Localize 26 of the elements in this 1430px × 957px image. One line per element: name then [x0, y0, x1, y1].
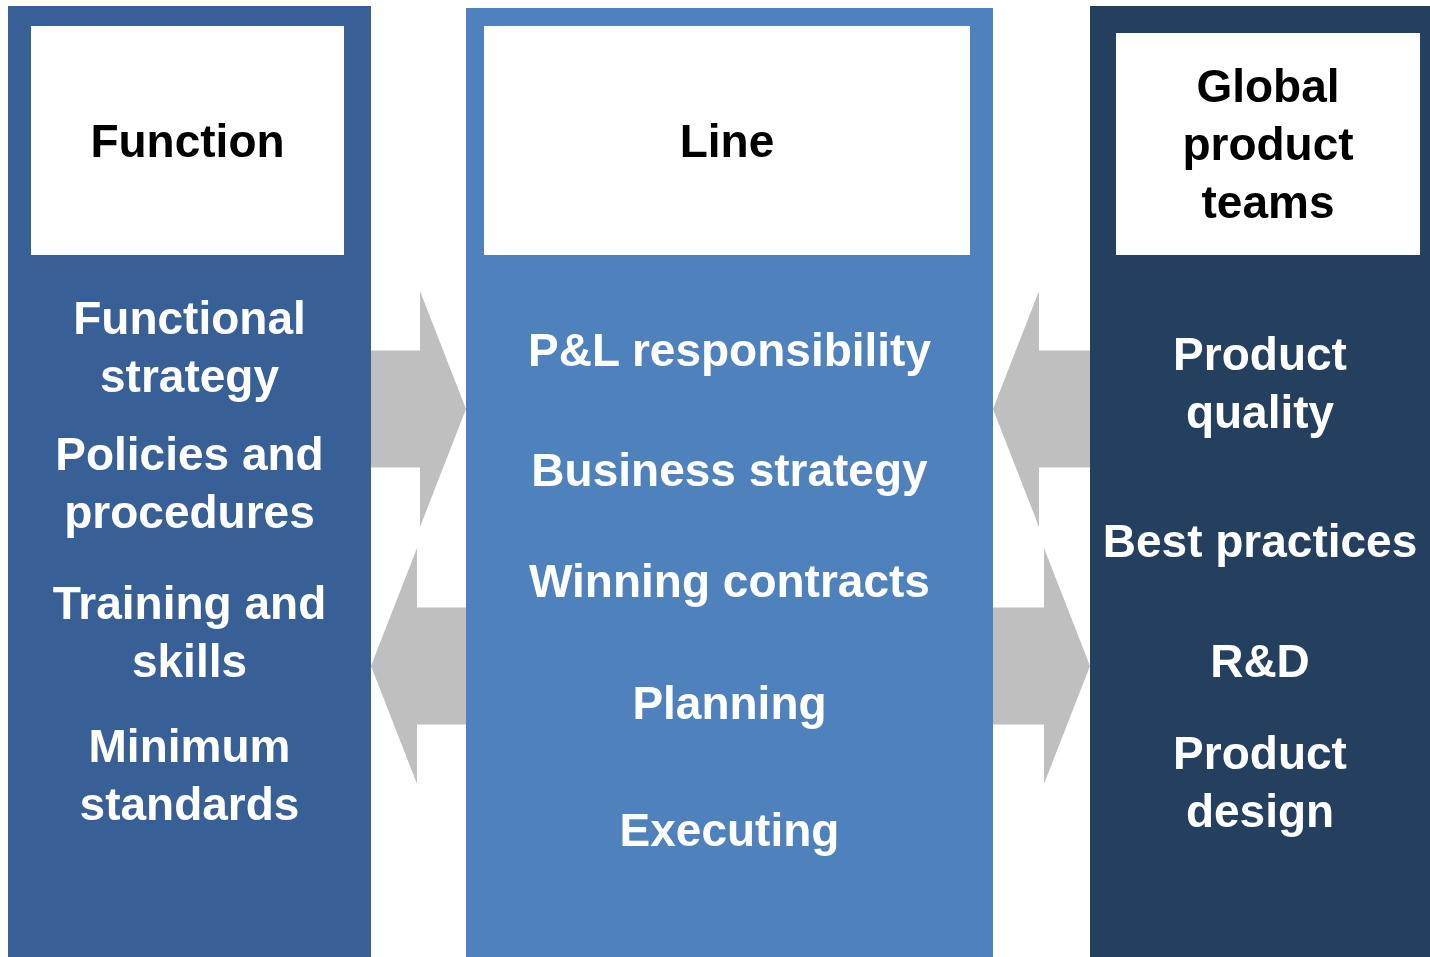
- column-panel: [1090, 6, 1430, 957]
- heading-box: [31, 26, 344, 255]
- block-arrow: [993, 291, 1090, 527]
- item-text: Minimum standards: [78, 719, 301, 832]
- item-text: Training and skills: [51, 576, 328, 689]
- heading-text: Global product teams: [1181, 59, 1355, 230]
- item-text: Product quality: [1172, 327, 1348, 440]
- block-arrow: [371, 548, 466, 784]
- item-text: Best practices: [1101, 514, 1419, 569]
- block-arrow: [371, 291, 466, 527]
- heading-box: [1116, 33, 1420, 255]
- item-text: Planning: [631, 676, 828, 731]
- item-text: P&L responsibility: [527, 323, 932, 378]
- item-text: Business strategy: [530, 443, 929, 498]
- item-text: R&D: [1209, 634, 1311, 689]
- heading-text: Function: [89, 113, 286, 169]
- heading-text: Line: [678, 113, 776, 169]
- item-text: Policies and procedures: [54, 427, 325, 540]
- item-text: Executing: [618, 803, 841, 858]
- column-panel: [8, 6, 371, 957]
- item-text: Functional strategy: [72, 291, 307, 404]
- column-panel: [466, 8, 993, 957]
- item-text: Product design: [1172, 726, 1348, 839]
- heading-box: [484, 26, 970, 255]
- item-text: Winning contracts: [528, 554, 931, 609]
- block-arrow: [993, 548, 1090, 784]
